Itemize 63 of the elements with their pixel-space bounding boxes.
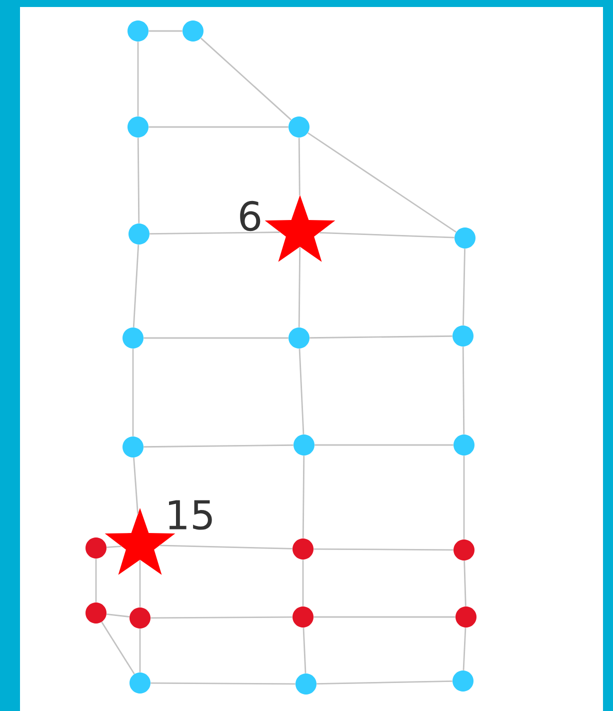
number-label: 15 xyxy=(169,500,212,530)
connector-line xyxy=(148,126,288,128)
dot xyxy=(130,672,150,694)
dot xyxy=(294,434,314,456)
connector-line xyxy=(314,616,456,618)
dot xyxy=(292,538,314,560)
connector-line xyxy=(144,444,294,448)
connector-line xyxy=(137,42,139,116)
number-label: 6 xyxy=(240,200,260,232)
connector-line xyxy=(101,622,135,674)
connector-line xyxy=(314,444,454,446)
connector-line xyxy=(150,682,296,685)
dot xyxy=(86,602,106,624)
dot xyxy=(122,436,144,458)
dot xyxy=(130,608,150,628)
connector-line xyxy=(298,247,301,328)
connector-line xyxy=(308,132,456,233)
dot xyxy=(128,116,148,138)
dot xyxy=(296,674,316,694)
connector-line xyxy=(139,560,141,608)
dot xyxy=(454,228,476,248)
connector-line xyxy=(316,680,452,684)
star-marker xyxy=(264,195,336,262)
dot xyxy=(128,20,148,42)
connector-line xyxy=(302,456,305,538)
connector-line xyxy=(298,348,304,434)
connector-line xyxy=(139,628,141,672)
dot xyxy=(122,328,144,348)
connector-line xyxy=(310,335,452,339)
connector-line xyxy=(137,138,140,224)
dot xyxy=(288,116,310,138)
connector-line xyxy=(106,614,130,618)
dot xyxy=(454,434,474,456)
connector-line xyxy=(314,548,454,551)
connector-line xyxy=(302,628,306,674)
connector-line xyxy=(302,560,304,606)
connector-line xyxy=(106,546,122,548)
dot xyxy=(456,606,476,628)
connector-line xyxy=(150,232,280,235)
connector-line xyxy=(148,30,182,32)
dot xyxy=(454,540,474,560)
connector-line xyxy=(463,456,465,540)
connector-line xyxy=(319,232,454,238)
dot xyxy=(288,328,310,348)
connector-line xyxy=(462,628,466,670)
connector-line xyxy=(144,337,288,339)
dot xyxy=(128,224,150,244)
connector-line xyxy=(160,544,292,550)
dot xyxy=(182,20,204,42)
dot xyxy=(452,670,474,692)
connector-line xyxy=(200,38,292,120)
connector-line xyxy=(132,348,134,436)
connector-line xyxy=(462,248,466,326)
connector-line xyxy=(298,138,300,196)
connector-line xyxy=(133,458,138,514)
connector-line xyxy=(132,244,140,328)
connector-line xyxy=(464,560,466,606)
connector-line xyxy=(462,346,465,434)
connector-line xyxy=(95,558,97,602)
dot xyxy=(86,538,106,558)
dot xyxy=(292,606,314,628)
connector-line xyxy=(150,616,292,619)
dot xyxy=(452,326,474,346)
